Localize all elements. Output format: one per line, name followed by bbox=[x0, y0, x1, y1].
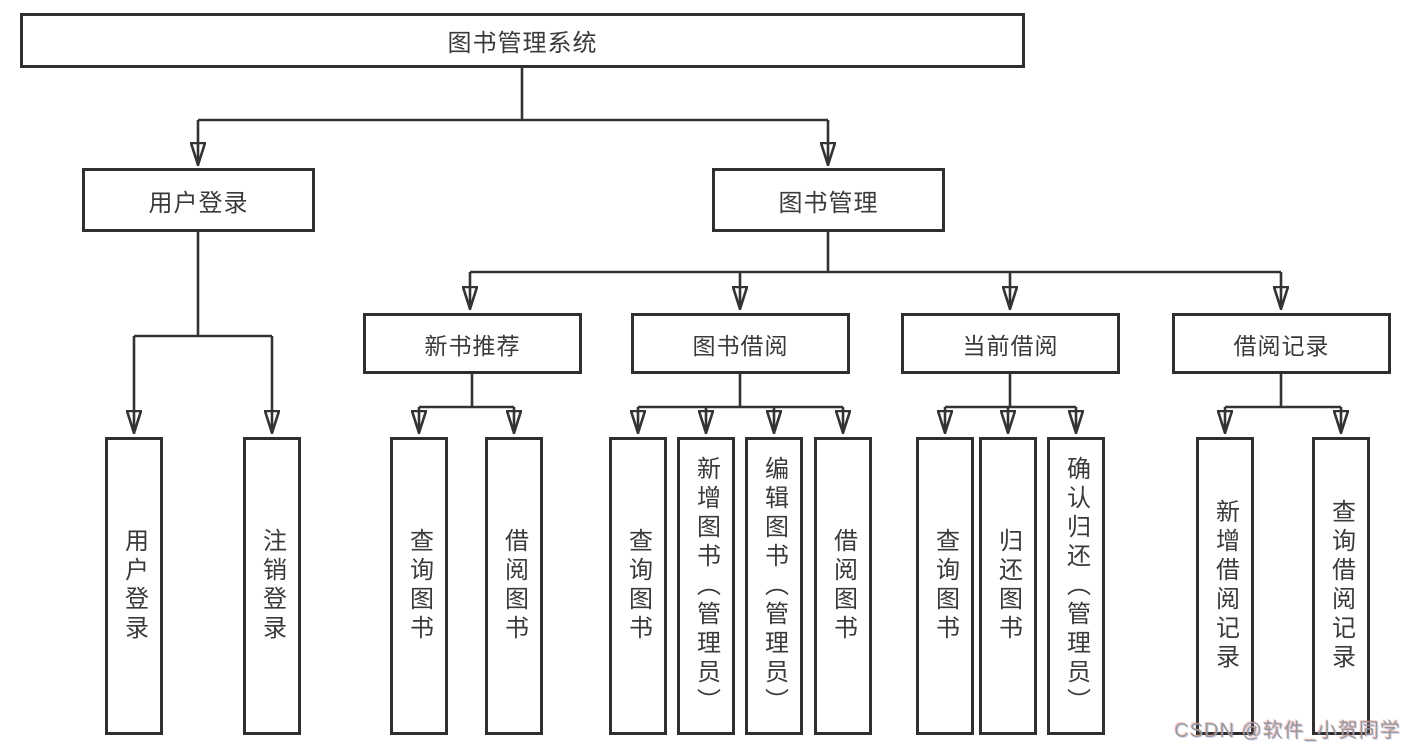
node-user-login: 用户登录 bbox=[82, 168, 315, 232]
leaf-add-book-admin: 新增图书（管理员） bbox=[677, 437, 735, 735]
leaf-confirm-return-admin: 确认归还（管理员） bbox=[1047, 437, 1105, 735]
leaf-user-login: 用户登录 bbox=[105, 437, 163, 735]
leaf-edit-book-admin: 编辑图书（管理员） bbox=[745, 437, 803, 735]
leaf-borrowing-borrow-books: 借阅图书 bbox=[814, 437, 872, 735]
leaf-current-query-books: 查询图书 bbox=[916, 437, 974, 735]
csdn-watermark: CSDN @软件_小贺同学 bbox=[1174, 720, 1401, 742]
leaf-logout: 注销登录 bbox=[243, 437, 301, 735]
node-book-borrowing: 图书借阅 bbox=[631, 313, 850, 374]
node-current-borrowing: 当前借阅 bbox=[901, 313, 1120, 374]
leaf-borrowing-query-books: 查询图书 bbox=[609, 437, 667, 735]
leaf-recommend-borrow-books: 借阅图书 bbox=[485, 437, 543, 735]
leaf-query-borrow-record: 查询借阅记录 bbox=[1312, 437, 1370, 735]
leaf-add-borrow-record: 新增借阅记录 bbox=[1196, 437, 1254, 735]
node-root: 图书管理系统 bbox=[20, 13, 1025, 68]
leaf-return-books: 归还图书 bbox=[979, 437, 1037, 735]
node-new-book-recommend: 新书推荐 bbox=[363, 313, 582, 374]
node-borrow-records: 借阅记录 bbox=[1172, 313, 1391, 374]
node-book-management: 图书管理 bbox=[712, 168, 945, 232]
leaf-recommend-query-books: 查询图书 bbox=[390, 437, 448, 735]
